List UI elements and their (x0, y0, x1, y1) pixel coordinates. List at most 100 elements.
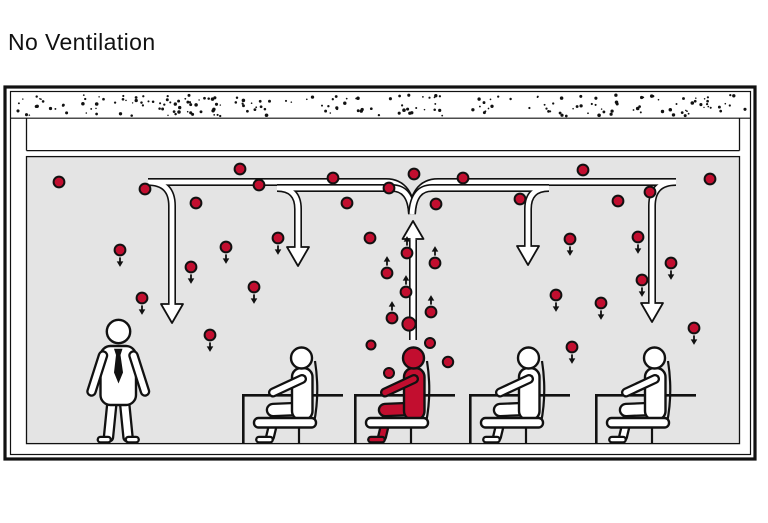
stipple-dot (597, 113, 601, 118)
stipple-dot (609, 112, 613, 116)
virus-particle (687, 321, 701, 335)
stipple-dot (683, 114, 687, 118)
head (516, 346, 541, 370)
stipple-dot (211, 109, 215, 113)
arm (497, 376, 532, 396)
stipple-dot (321, 104, 323, 107)
stipple-dot (134, 98, 138, 103)
aerosol-dot (189, 196, 203, 210)
aerosol-dot (631, 230, 645, 254)
stipple-dot (159, 102, 162, 105)
stipple-dot (17, 102, 20, 105)
stipple-dot (686, 110, 688, 113)
tube-core (276, 185, 415, 253)
settling-arrow-head (187, 278, 195, 284)
virus-particle (456, 171, 470, 185)
stipple-dot (134, 96, 138, 99)
stipple-dot (246, 109, 249, 113)
stipple-dot (509, 97, 512, 101)
stipple-dot (22, 98, 24, 100)
stipple-dot (559, 96, 564, 100)
aerosol-dot (383, 367, 395, 379)
virus-particle (326, 171, 340, 185)
stipple-dot (719, 109, 723, 113)
stipple-dot (169, 101, 172, 104)
stipple-dot (165, 98, 169, 102)
rising-arrow-head (431, 246, 439, 252)
stipple-dot (311, 96, 313, 98)
virus-particle (565, 340, 579, 354)
airflow-branch-left-inner (276, 184, 416, 267)
stipple-dot (95, 112, 98, 116)
stipple-dot (560, 113, 564, 117)
stipple-dot (579, 104, 583, 108)
stipple-dot (95, 107, 97, 110)
stipple-dot (331, 98, 334, 101)
stipple-dot (703, 98, 706, 100)
stipple-dot (48, 106, 53, 111)
stipple-dot (167, 114, 169, 117)
aerosol-dot (219, 240, 233, 264)
rising-arrow-head (388, 301, 396, 307)
stipple-dot (552, 102, 555, 105)
stipple-dot (706, 99, 709, 103)
stipple-dot (84, 97, 87, 101)
aerosol-dot (664, 256, 678, 280)
virus-particle (52, 175, 66, 189)
aerosol-dot (513, 192, 527, 206)
stipple-dot (290, 101, 293, 103)
stipple-dot (284, 99, 288, 102)
stipple-dot (161, 107, 165, 111)
person-standing (86, 318, 151, 444)
virus-particle (424, 305, 438, 319)
aerosol-dot (611, 194, 625, 208)
virus-particle (664, 256, 678, 270)
stipple-dot (487, 107, 490, 110)
stipple-dot (356, 96, 360, 100)
stipple-dot (207, 97, 210, 100)
arm-right (130, 352, 148, 395)
stipple-dot (434, 94, 438, 98)
stipple-dot (572, 107, 574, 110)
stipple-dot (335, 106, 339, 110)
person-seated-2 (468, 346, 570, 444)
stipple-dot (660, 109, 665, 114)
stipple-dot (324, 109, 328, 113)
stipple-dot (174, 112, 177, 116)
virus-particle (365, 339, 377, 351)
stipple-dot (151, 100, 155, 104)
virus-particle (252, 178, 266, 192)
stipple-dot (184, 97, 187, 100)
stipple-dot (699, 103, 703, 107)
stipple-dot (428, 96, 431, 99)
virus-particle (407, 167, 421, 181)
aerosol-dot (138, 182, 152, 196)
aerosol-dot (252, 178, 266, 192)
stipple-dot (610, 109, 614, 113)
stipple-dot (61, 104, 65, 107)
stipple-dot (497, 95, 500, 98)
stipple-dot (671, 113, 676, 117)
airflow-group (147, 178, 677, 340)
virus-particle (382, 181, 396, 195)
stipple-dot (657, 98, 660, 101)
stipple-dot (213, 96, 217, 100)
virus-particle (424, 337, 436, 349)
stipple-dot (743, 107, 747, 111)
stipple-dot (422, 96, 424, 98)
stipple-dot (528, 106, 531, 110)
virus-particle (363, 231, 377, 245)
stipple-dot (706, 96, 710, 99)
virus-particle (113, 243, 127, 257)
aerosol-dot (52, 175, 66, 189)
settling-arrow-head (222, 258, 230, 264)
stipple-dot (434, 102, 437, 105)
stipple-dot (356, 109, 360, 113)
stipple-dot (305, 98, 308, 101)
stipple-dot (242, 104, 245, 108)
virus-particle (219, 240, 233, 254)
settling-arrow-head (138, 309, 146, 315)
stipple-dot (258, 99, 262, 103)
stipple-dot (178, 105, 182, 110)
